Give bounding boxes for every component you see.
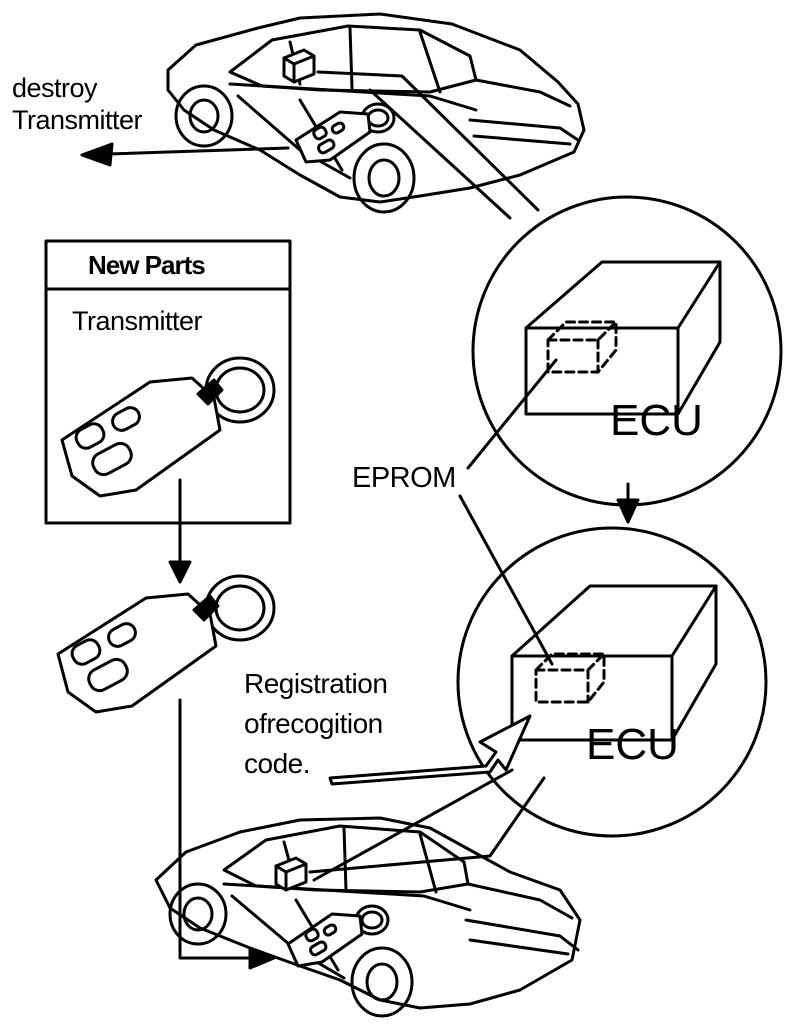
eprom-leader-bottom [458,494,554,666]
key-fob-icon [56,574,276,714]
key-fob-icon [60,356,276,498]
new-parts-heading: New Parts [88,250,206,280]
ecu-top-callout [471,195,783,507]
ecu-bottom-label: ECU [586,720,679,769]
destroy-label-line2: Transmitter [12,105,143,135]
ecu-top-label: ECU [610,396,703,445]
eprom-label: EPROM [352,462,456,494]
key-fob-icon [286,904,390,968]
registration-line1: Registration [244,668,388,699]
ecu-bottom-callout [456,526,768,838]
eprom-leader-top [466,358,558,470]
down-arrow-ecu [616,482,640,524]
car-bottom-illustration [154,816,582,1018]
leader-line-bottom-2 [312,768,514,882]
destroy-label-line1: destroy [12,73,98,103]
destroy-arrow [80,142,290,167]
registration-line3: code. [244,748,311,779]
destroy-transmitter-label: destroy Transmitter [12,72,143,136]
flow-arrow [168,478,192,584]
key-fob-icon [294,102,396,164]
car-top-illustration [166,12,586,214]
registration-arrow [328,714,532,786]
transmitter-label: Transmitter [72,306,203,336]
leader-line-top [316,70,540,212]
registration-label: Registration ofrecogition code. [244,664,388,784]
leader-line-bottom [308,776,546,874]
leader-line-top-2 [368,88,512,220]
registration-line2: ofrecogition [244,708,383,739]
